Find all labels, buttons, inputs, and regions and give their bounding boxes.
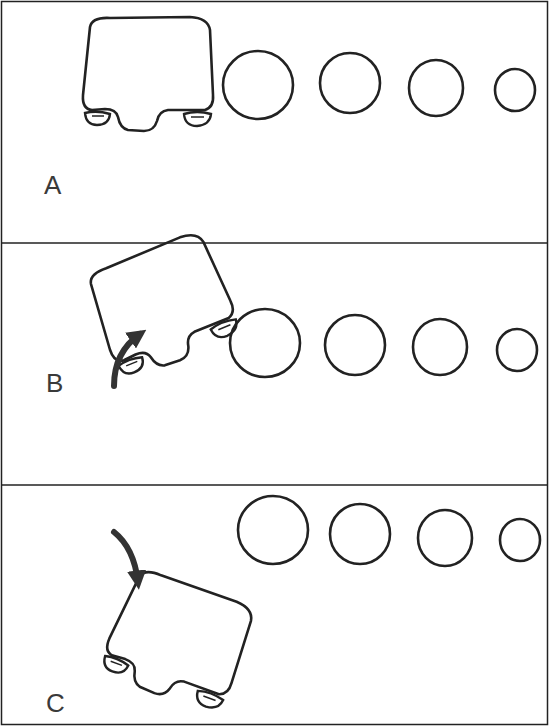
divider [1,242,548,244]
divider [1,484,548,486]
discs-a [223,51,535,119]
rotation-arrow [114,532,138,582]
vertebra-c [97,565,258,717]
panel-letter: C [46,690,65,716]
panel-letter: B [46,370,63,396]
rotation-arrow [114,334,140,386]
vertebra-a [83,17,213,131]
discs-c [238,496,540,566]
discs-b [230,309,537,377]
panel-letter: A [44,172,61,198]
vertebra-b [81,229,244,383]
